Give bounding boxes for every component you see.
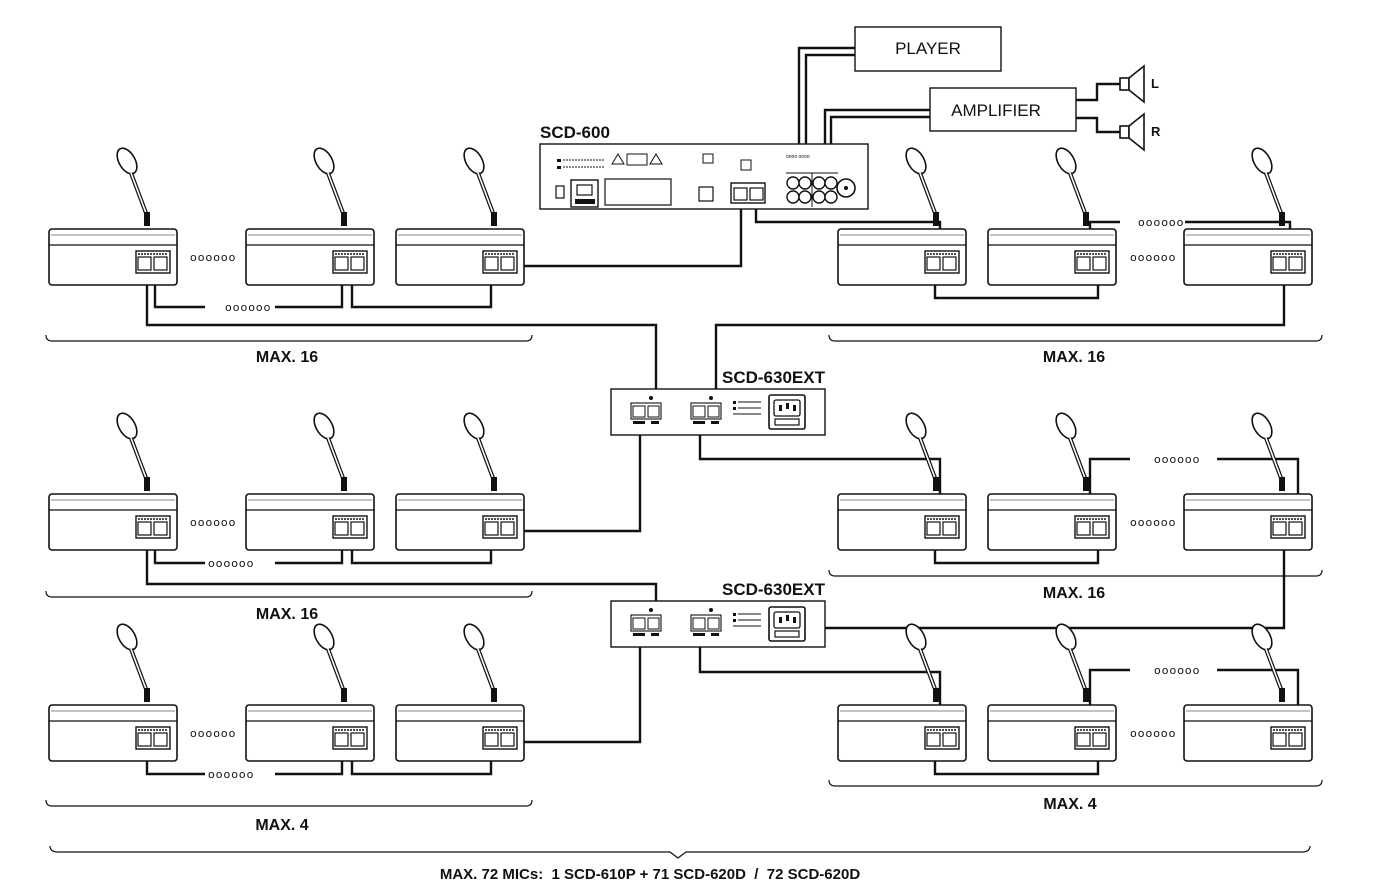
ellipsis: oooooo [190, 251, 236, 264]
mic-unit [1182, 407, 1314, 552]
mic-units-mid-left [47, 407, 526, 552]
mic-unit [394, 142, 526, 287]
ellipsis: oooooo [1154, 453, 1200, 466]
main-unit-label: SCD-600 [540, 123, 610, 142]
amplifier-box: AMPLIFIER [929, 87, 1077, 132]
mic-unit [394, 407, 526, 552]
speaker-right-label: R [1151, 124, 1161, 139]
mic-unit [244, 142, 376, 287]
group-caption-mid-left: MAX. 16 [256, 606, 318, 623]
main-unit: SCD-600 oooo oooo [539, 123, 869, 210]
ellipsis: oooooo [1138, 216, 1184, 229]
mic-unit [47, 142, 179, 287]
mic-unit [244, 407, 376, 552]
mic-unit [47, 407, 179, 552]
extension-unit-1-label: SCD-630EXT [722, 368, 826, 387]
group-caption-bottom-right: MAX. 4 [1043, 796, 1096, 813]
speaker-left-label: L [1151, 76, 1159, 91]
ellipsis: oooooo [208, 557, 254, 570]
group-caption-top-left: MAX. 16 [256, 349, 318, 366]
footer-capacity-note: MAX. 72 MICs: 1 SCD-610P + 71 SCD-620D /… [440, 866, 860, 883]
ellipsis: oooooo [190, 727, 236, 740]
mic-unit [836, 618, 968, 763]
mic-unit [47, 618, 179, 763]
extension-unit-2-label: SCD-630EXT [722, 580, 826, 599]
ellipsis: oooooo [1154, 664, 1200, 677]
speaker-right-icon [1119, 113, 1145, 151]
mic-units-top-left [47, 142, 526, 287]
ellipsis: oooooo [190, 516, 236, 529]
ellipsis: oooooo [208, 768, 254, 781]
mic-units-bottom-left [47, 618, 526, 763]
group-caption-mid-right: MAX. 16 [1043, 585, 1105, 602]
mic-unit [394, 618, 526, 763]
ellipsis: oooooo [225, 301, 271, 314]
mic-unit [1182, 618, 1314, 763]
mic-unit [244, 618, 376, 763]
mic-units-bottom-right [836, 618, 1314, 763]
mic-unit [986, 407, 1118, 552]
group-brackets [45, 334, 1323, 859]
amplifier-label: AMPLIFIER [951, 101, 1041, 120]
ellipsis: oooooo [1130, 251, 1176, 264]
mic-units-top-right [836, 142, 1314, 287]
chain-ellipses: oooooo oooooo oooooo oooooo oooooo ooooo… [190, 216, 1200, 781]
svg-text:oooo oooo: oooo oooo [786, 154, 810, 160]
group-caption-bottom-left: MAX. 4 [255, 817, 308, 834]
mic-unit [836, 407, 968, 552]
mic-unit [1182, 142, 1314, 287]
mic-unit [986, 618, 1118, 763]
mic-unit [986, 142, 1118, 287]
speaker-left-icon [1119, 65, 1145, 103]
mic-units-mid-right [836, 407, 1314, 552]
player-box: PLAYER [854, 26, 1002, 72]
ellipsis: oooooo [1130, 727, 1176, 740]
player-label: PLAYER [895, 39, 961, 58]
group-caption-top-right: MAX. 16 [1043, 349, 1105, 366]
extension-unit-2: SCD-630EXT [610, 580, 826, 648]
extension-unit-1: SCD-630EXT [610, 368, 826, 436]
ellipsis: oooooo [1130, 516, 1176, 529]
